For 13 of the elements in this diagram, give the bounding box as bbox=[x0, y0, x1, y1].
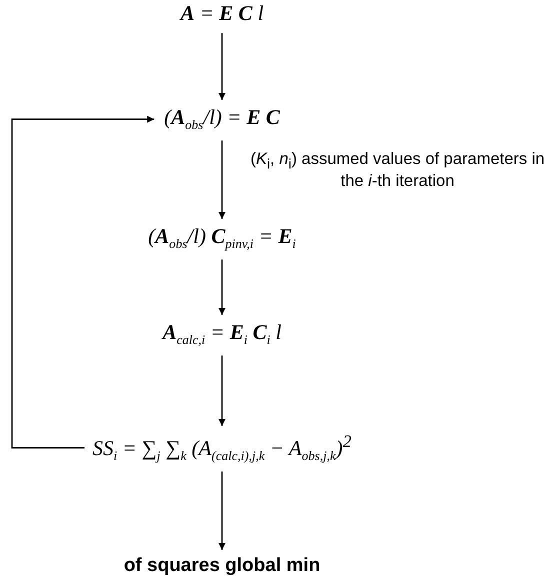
equation: (A$_{obs}$/l) = E C bbox=[164, 106, 280, 132]
result-text: of squares global min bbox=[124, 556, 320, 577]
equation: A$_{calc,i}$ = E$_{i}$ C$_{i}$ l bbox=[162, 321, 282, 348]
sum-of-squares-equation: SS$_{i}$ = ∑$_{j}$ ∑$_{k}$ (A$_{(calc,i),j,k}$ − A$_{obs,j,k}$)$^{2}$ bbox=[92, 432, 352, 464]
arrow bbox=[218, 140, 226, 219]
arrow bbox=[11, 116, 154, 448]
arrow bbox=[218, 356, 226, 426]
equation: (A$_{obs}$/l) C$_{pinv,i}$ = E$_{i}$ bbox=[148, 225, 296, 252]
arrow bbox=[218, 472, 226, 550]
equation: A = E C l bbox=[180, 2, 264, 26]
annotation-text: (K$_{i}$, n$_{i}$) assumed values of parameters in the i-th iteration bbox=[249, 150, 546, 192]
arrow bbox=[218, 33, 226, 100]
arrow bbox=[218, 260, 226, 315]
